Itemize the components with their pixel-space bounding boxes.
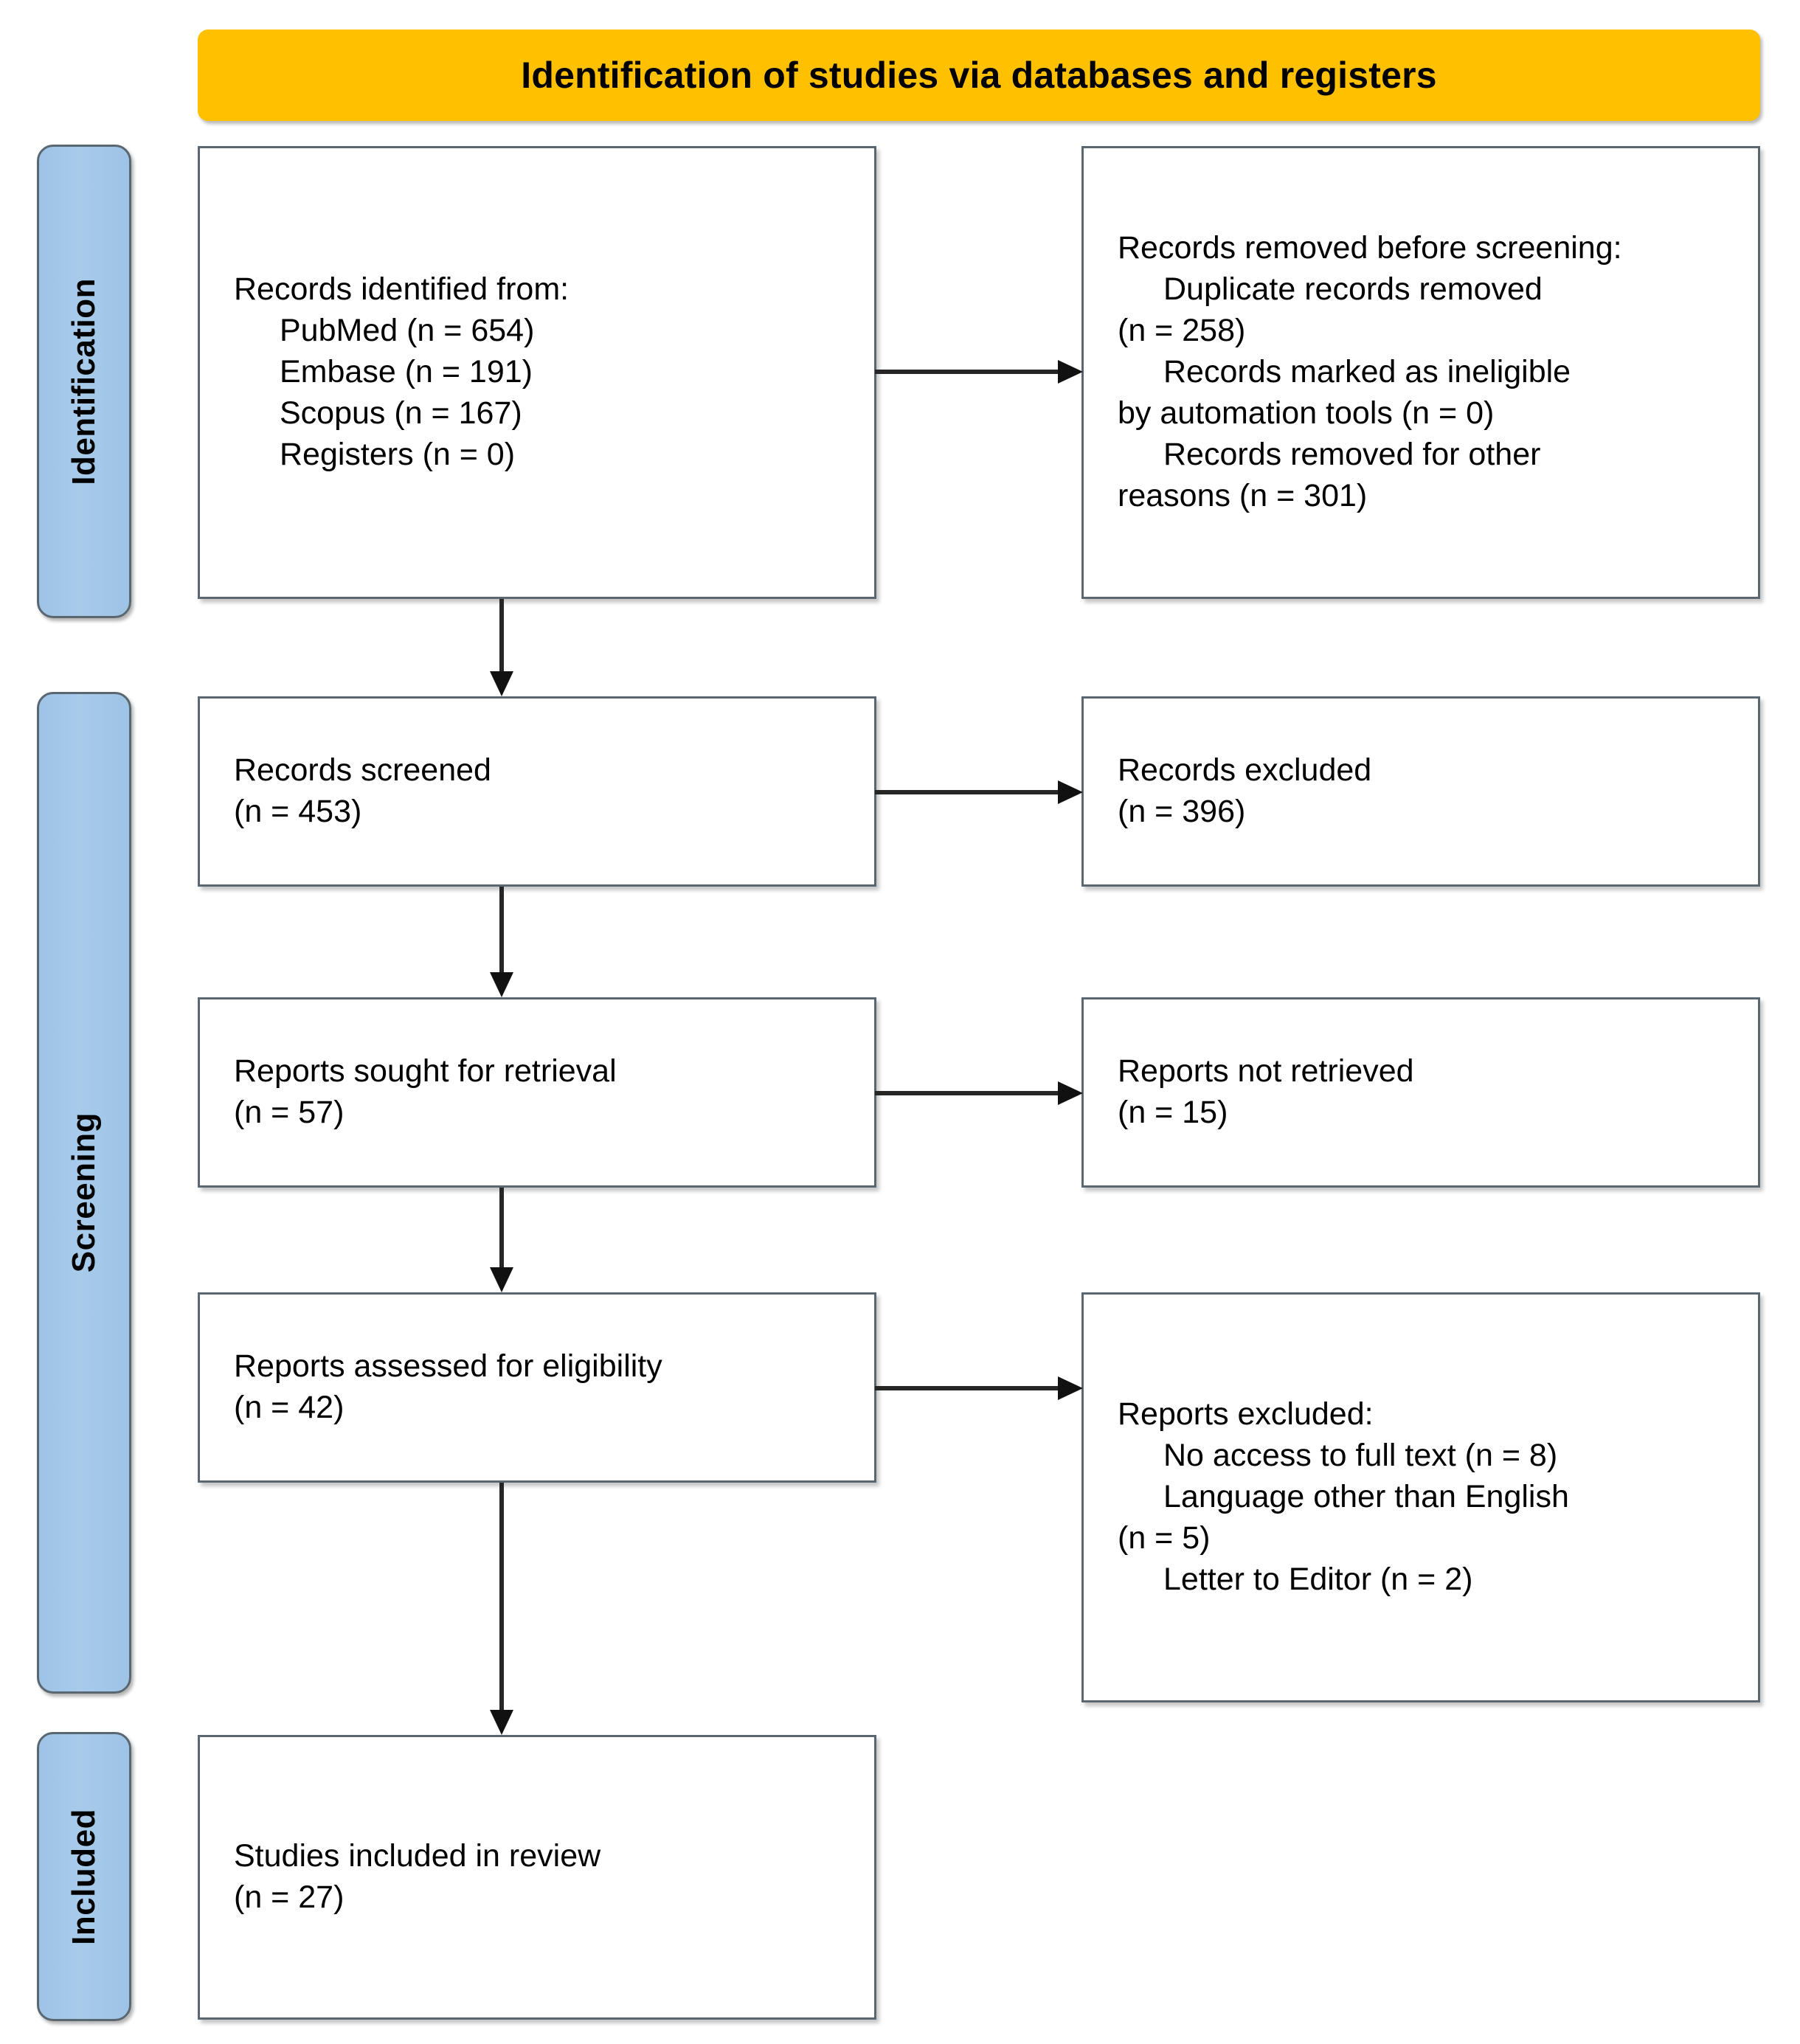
reports-assessed-count: (n = 42)	[234, 1390, 345, 1425]
diagram-title-banner: Identification of studies via databases …	[198, 30, 1760, 121]
records-removed-heading-plain: Records removed	[1118, 230, 1377, 266]
records-removed-duplicate-line1: Duplicate records removed	[1163, 271, 1543, 308]
studies-included-label: Studies included in review	[234, 1838, 601, 1874]
records-removed-heading-italic: before screening	[1377, 230, 1613, 266]
box-reports-excluded: Reports excluded: No access to full text…	[1081, 1292, 1760, 1702]
reports-excluded-heading: Reports excluded:	[1118, 1396, 1374, 1432]
records-excluded-count: (n = 396)	[1118, 794, 1246, 829]
records-identified-source-scopus: Scopus (n = 167)	[280, 395, 522, 431]
records-screened-count: (n = 453)	[234, 794, 362, 829]
stage-tab-included: Included	[37, 1732, 131, 2021]
records-removed-heading-tail: :	[1613, 230, 1622, 266]
box-records-identified: Records identified from: PubMed (n = 654…	[198, 146, 876, 599]
stage-tab-included-label: Included	[66, 1808, 102, 1945]
records-identified-source-pubmed: PubMed (n = 654)	[280, 313, 535, 349]
records-removed-ineligible-line2: by automation tools (n = 0)	[1118, 395, 1495, 431]
box-records-excluded: Records excluded (n = 396)	[1081, 696, 1760, 887]
reports-excluded-letter-to-editor: Letter to Editor (n = 2)	[1163, 1561, 1473, 1597]
box-records-screened: Records screened (n = 453)	[198, 696, 876, 887]
arrow-identified-to-removed-before	[875, 356, 1084, 388]
records-removed-heading: Records removed before screening:	[1118, 228, 1724, 269]
reports-not-retrieved-label: Reports not retrieved	[1118, 1053, 1414, 1089]
stage-tab-screening: Screening	[37, 692, 131, 1694]
stage-tab-identification: Identification	[37, 145, 131, 618]
records-excluded-label: Records excluded	[1118, 752, 1372, 789]
records-removed-duplicate-line2: (n = 258)	[1118, 313, 1246, 349]
stage-tab-screening-label: Screening	[66, 1112, 102, 1273]
arrow-sought-to-assessed	[485, 1188, 518, 1294]
reports-excluded-no-access: No access to full text (n = 8)	[1163, 1438, 1558, 1474]
stage-tab-identification-label: Identification	[66, 277, 102, 485]
box-reports-not-retrieved: Reports not retrieved (n = 15)	[1081, 997, 1760, 1188]
arrow-assessed-to-included	[485, 1483, 518, 1736]
diagram-title: Identification of studies via databases …	[521, 55, 1437, 96]
records-identified-heading: Records identified from:	[234, 271, 570, 308]
box-records-removed-before-screening: Records removed before screening: Duplic…	[1081, 146, 1760, 599]
reports-excluded-language-line2: (n = 5)	[1118, 1520, 1211, 1556]
records-identified-source-embase: Embase (n = 191)	[280, 354, 533, 390]
reports-excluded-language-line1: Language other than English	[1163, 1479, 1569, 1515]
reports-sought-label: Reports sought for retrieval	[234, 1053, 617, 1089]
reports-assessed-label: Reports assessed for eligibility	[234, 1348, 662, 1385]
box-studies-included-in-review: Studies included in review (n = 27)	[198, 1735, 876, 2020]
reports-not-retrieved-count: (n = 15)	[1118, 1095, 1228, 1130]
reports-sought-count: (n = 57)	[234, 1095, 345, 1130]
arrow-screened-to-sought	[485, 887, 518, 999]
records-removed-other-line1: Records removed for other	[1163, 436, 1541, 472]
arrow-assessed-to-reports-excluded	[875, 1372, 1084, 1404]
records-identified-source-registers: Registers (n = 0)	[280, 436, 516, 472]
arrow-sought-to-not-retrieved	[875, 1077, 1084, 1109]
arrow-identified-to-screened	[485, 599, 518, 698]
records-removed-ineligible-line1: Records marked as ineligible	[1163, 354, 1571, 390]
records-removed-other-line2: reasons (n = 301)	[1118, 477, 1368, 513]
studies-included-count: (n = 27)	[234, 1880, 345, 1915]
arrow-screened-to-records-excluded	[875, 776, 1084, 808]
records-screened-label: Records screened	[234, 752, 491, 789]
box-reports-sought-for-retrieval: Reports sought for retrieval (n = 57)	[198, 997, 876, 1188]
box-reports-assessed-for-eligibility: Reports assessed for eligibility (n = 42…	[198, 1292, 876, 1483]
